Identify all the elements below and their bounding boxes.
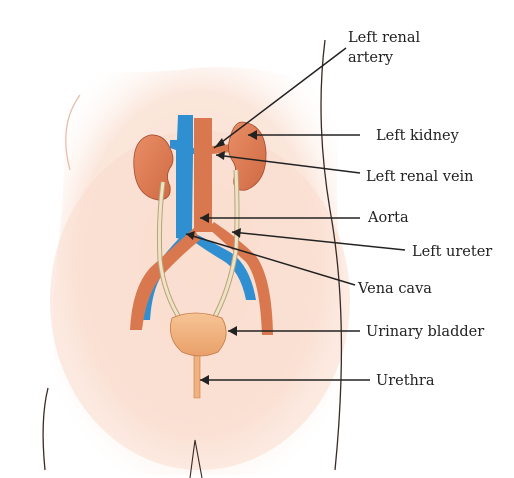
label-left-renal-artery-line1: Left renal	[348, 30, 421, 46]
label-left-renal-vein: Left renal vein	[366, 169, 474, 185]
label-left-kidney: Left kidney	[376, 128, 460, 144]
label-urinary-bladder: Urinary bladder	[366, 324, 484, 340]
leader-arrowheads	[186, 130, 257, 385]
label-left-ureter: Left ureter	[412, 244, 492, 260]
aorta	[130, 118, 273, 335]
label-vena-cava: Vena cava	[357, 281, 432, 297]
leader-lines	[185, 47, 406, 381]
label-left-renal-artery-line2: artery	[348, 50, 394, 66]
urethra	[193, 355, 201, 399]
label-aorta: Aorta	[367, 210, 409, 226]
urinary-bladder	[169, 312, 227, 357]
label-urethra: Urethra	[376, 373, 435, 389]
body-silhouette	[42, 39, 350, 478]
ureters	[156, 169, 240, 324]
